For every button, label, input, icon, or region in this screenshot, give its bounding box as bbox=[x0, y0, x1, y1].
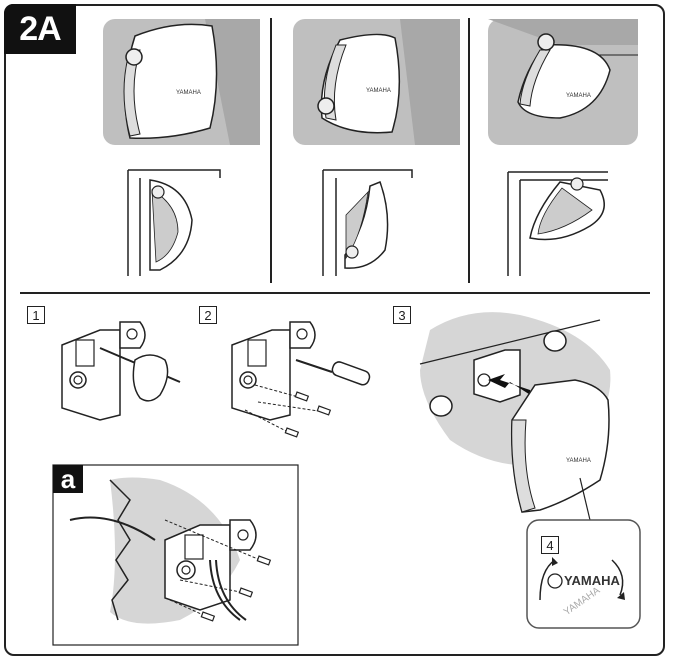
view-3-brand: YAMAHA bbox=[566, 93, 591, 99]
inset-a-cable bbox=[69, 516, 156, 541]
step-3-label: 3 bbox=[393, 306, 411, 324]
step-3-bracket bbox=[473, 349, 521, 403]
inset-a-wall-break bbox=[109, 479, 131, 621]
view-2-brand: YAMAHA bbox=[366, 88, 391, 94]
view-1-wall bbox=[205, 19, 260, 145]
view-1-speaker-body bbox=[124, 23, 218, 140]
step-4-label: 4 bbox=[541, 536, 559, 554]
view-3-knob bbox=[537, 33, 555, 51]
inset-a-illustration bbox=[69, 477, 272, 624]
mount-view-2: YAMAHA bbox=[293, 19, 460, 276]
view-2-knob bbox=[317, 97, 335, 115]
step-4-brand: YAMAHA bbox=[564, 573, 620, 588]
view-1-brand: YAMAHA bbox=[176, 90, 201, 96]
view-1-knob bbox=[125, 48, 143, 66]
view-3-ceiling bbox=[488, 19, 638, 45]
step-2-illustration bbox=[231, 321, 371, 438]
inset-a-bracket bbox=[164, 524, 231, 611]
solid-arrow-icon bbox=[488, 374, 532, 396]
mount-view-3: YAMAHA bbox=[488, 19, 638, 276]
figure-label: 2A bbox=[4, 4, 76, 54]
view-2-wall bbox=[400, 19, 460, 145]
inset-label: a bbox=[53, 464, 83, 494]
screwdriver-icon bbox=[331, 361, 371, 386]
hand-icon bbox=[132, 354, 169, 402]
step-2-bracket bbox=[231, 329, 291, 421]
step-3-knob-left bbox=[429, 395, 453, 417]
view-1-grille bbox=[123, 49, 141, 137]
step-1-illustration bbox=[61, 321, 181, 421]
step-3-illustration: YAMAHA bbox=[419, 312, 611, 513]
step-1-label: 1 bbox=[27, 306, 45, 324]
view-1-ceiling-outline bbox=[128, 169, 221, 178]
step-3-knob-right bbox=[543, 330, 567, 352]
step-2-label: 2 bbox=[199, 306, 217, 324]
mount-view-1: YAMAHA bbox=[103, 19, 260, 276]
step-3-brand: YAMAHA bbox=[566, 458, 591, 464]
